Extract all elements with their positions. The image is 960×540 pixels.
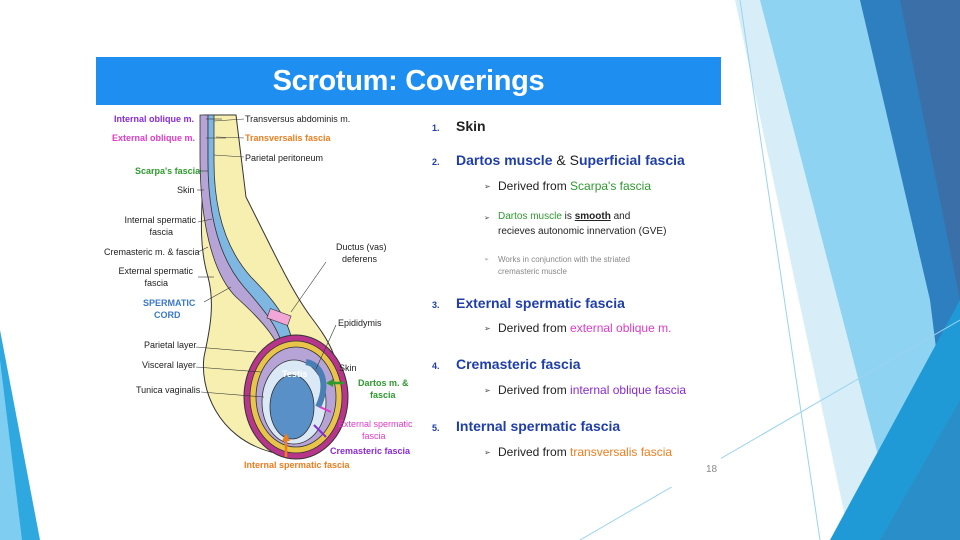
label-skin-left: Skin <box>177 185 195 195</box>
int-sperm-arrowhead <box>282 433 290 441</box>
item-number: 5. <box>432 423 440 433</box>
item-heading: Dartos muscle & Superficial fascia <box>456 152 685 168</box>
heading-part: & S <box>552 152 579 168</box>
label-external-spermatic-2: fascia <box>144 278 168 288</box>
label-ext-sperm-bottom-1: External spermatic <box>338 419 413 429</box>
sub-highlight: transversalis fascia <box>570 445 673 459</box>
label-visceral-layer: Visceral layer <box>142 360 196 370</box>
sub-highlight: external oblique m. <box>570 321 672 335</box>
bullet-arrow-icon: ➢ <box>484 215 490 222</box>
sub-bullet-line2: recieves autonomic innervation (GVE) <box>498 226 667 237</box>
sub-text: Derived from <box>498 445 571 459</box>
label-internal-spermatic-2: fascia <box>149 227 173 237</box>
label-dartos-1: Dartos m. & <box>358 378 409 388</box>
sub-highlight: Dartos muscle <box>498 211 562 222</box>
epididymis-shape <box>305 359 327 409</box>
sub-text: is <box>561 211 575 222</box>
dartos-arrowhead <box>326 379 333 387</box>
page-number: 18 <box>706 464 718 475</box>
heading-part: fascia <box>641 152 685 168</box>
label-cremasteric-fascia: Cremasteric fascia <box>330 446 411 456</box>
label-internal-sperm-bottom: Internal spermatic fascia <box>244 460 350 470</box>
item-number: 2. <box>432 157 440 167</box>
sub-bullet: Dartos muscle is smooth and <box>498 211 630 222</box>
label-tunica-vaginalis: Tunica vaginalis <box>136 385 201 395</box>
heading-part: uperficial <box>578 152 642 168</box>
sub-bullet: Derived from Scarpa's fascia <box>498 179 651 193</box>
left-shard-light <box>0 360 22 540</box>
sub-bullet: Works in conjunction with the striated <box>498 255 630 264</box>
item-number: 4. <box>432 361 440 371</box>
deco-line <box>579 319 960 540</box>
heading-part: Dartos muscle <box>456 152 553 168</box>
label-external-oblique: External oblique m. <box>112 133 196 143</box>
item-heading: Skin <box>456 118 486 134</box>
item-heading: Internal spermatic fascia <box>456 418 621 434</box>
item-heading: External spermatic fascia <box>456 295 625 311</box>
bullet-arrow-icon: ➢ <box>484 257 490 263</box>
label-epididymis: Epididymis <box>338 318 382 328</box>
sub-bullet: Derived from internal oblique fascia <box>498 383 686 397</box>
label-ext-sperm-bottom-2: fascia <box>362 431 386 441</box>
label-external-spermatic-1: External spermatic <box>118 266 193 276</box>
item-heading: Cremasteric fascia <box>456 356 581 372</box>
label-scarpas-fascia: Scarpa's fascia <box>135 166 201 176</box>
slide-content: Scrotum: Coverings <box>96 57 721 487</box>
label-ductus-2: deferens <box>342 254 378 264</box>
item-number: 3. <box>432 300 440 310</box>
sub-emphasis: smooth <box>574 211 611 222</box>
scrotum-diagram: Internal oblique m. External oblique m. … <box>96 107 426 487</box>
sub-text: and <box>610 211 631 222</box>
list-item-internal-spermatic: 5. Internal spermatic fascia <box>432 418 620 434</box>
label-spermatic-cord-1: SPERMATIC <box>143 298 196 308</box>
label-internal-spermatic-1: Internal spermatic <box>124 215 196 225</box>
testis-shape <box>269 374 315 440</box>
deco-line <box>739 0 821 540</box>
bullet-arrow-icon: ➢ <box>484 386 491 395</box>
ext-sperm-arrow <box>319 406 332 413</box>
list-item-skin: 1. Skin <box>432 118 486 134</box>
label-testis: Testis <box>282 369 308 379</box>
list-item-dartos: 2. Dartos muscle & Superficial fascia <box>432 152 685 168</box>
bullet-arrow-icon: ➢ <box>484 448 491 457</box>
sub-highlight: internal oblique fascia <box>570 383 687 397</box>
right-shard-corner <box>880 400 960 540</box>
label-ductus-1: Ductus (vas) <box>336 242 387 252</box>
item-number: 1. <box>432 123 440 133</box>
sub-bullet: Derived from external oblique m. <box>498 321 671 335</box>
sub-text: Derived from <box>498 321 571 335</box>
ring-band <box>266 308 292 326</box>
list-item-cremasteric: 4. Cremasteric fascia <box>432 356 581 372</box>
sub-text: Derived from <box>498 179 571 193</box>
cremasteric-arrow <box>313 424 327 438</box>
sub-bullet-line2: cremasteric muscle <box>498 267 567 276</box>
label-cremasteric-mf: Cremasteric m. & fascia <box>104 247 200 257</box>
slide-title: Scrotum: Coverings <box>272 64 545 97</box>
label-parietal-peritoneum: Parietal peritoneum <box>245 153 324 163</box>
title-bar: Scrotum: Coverings <box>96 57 721 105</box>
label-spermatic-cord-2: CORD <box>154 310 181 320</box>
label-internal-oblique: Internal oblique m. <box>114 114 195 124</box>
label-dartos-2: fascia <box>370 390 396 400</box>
sub-highlight: Scarpa's fascia <box>570 179 652 193</box>
bullet-arrow-icon: ➢ <box>484 182 491 191</box>
right-shard-navy <box>900 0 960 300</box>
label-transversalis: Transversalis fascia <box>245 133 331 143</box>
label-skin-right: Skin <box>339 363 357 373</box>
label-transversus: Transversus abdominis m. <box>245 114 351 124</box>
list-item-external-spermatic: 3. External spermatic fascia <box>432 295 625 311</box>
sub-text: Derived from <box>498 383 571 397</box>
bullet-arrow-icon: ➢ <box>484 324 491 333</box>
diagram-drawing <box>195 114 349 460</box>
label-parietal-layer: Parietal layer <box>144 340 197 350</box>
sub-bullet: Derived from transversalis fascia <box>498 445 672 459</box>
